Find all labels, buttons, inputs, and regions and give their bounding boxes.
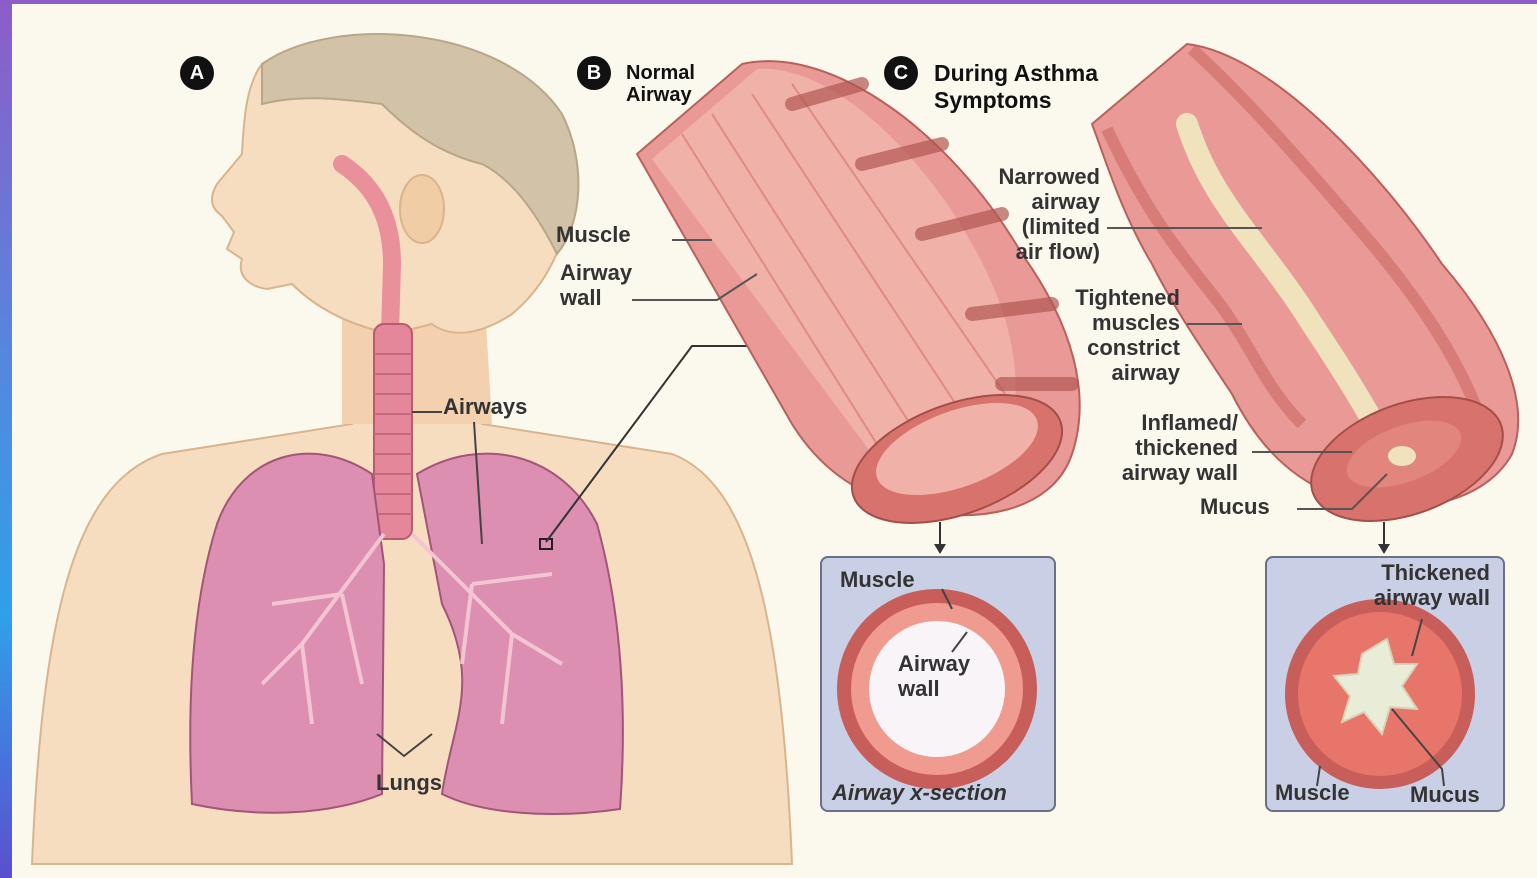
narrowed-airway-label: Narrowed airway (limited air flow) bbox=[976, 164, 1100, 264]
airways-label: Airways bbox=[443, 394, 527, 419]
panel-c-title: During Asthma Symptoms bbox=[934, 60, 1098, 114]
airway-wall-label: Airway wall bbox=[560, 260, 632, 310]
inset-normal-muscle-label: Muscle bbox=[840, 567, 915, 592]
inflamed-wall-label: Inflamed/ thickened airway wall bbox=[1096, 410, 1238, 485]
tightened-muscles-label: Tightened muscles constrict airway bbox=[1050, 285, 1180, 385]
inset-asthma-mucus-label: Mucus bbox=[1410, 782, 1480, 807]
panel-b-badge: B bbox=[577, 56, 611, 90]
panel-b-title: Normal Airway bbox=[626, 62, 695, 106]
panel-c-badge: C bbox=[884, 56, 918, 90]
muscle-label: Muscle bbox=[556, 222, 631, 247]
inset-normal-caption: Airway x-section bbox=[832, 780, 1007, 805]
panel-a-badge: A bbox=[180, 56, 214, 90]
inset-thickened-wall-label: Thickened airway wall bbox=[1348, 560, 1490, 610]
lungs-label: Lungs bbox=[376, 770, 442, 795]
inset-asthma-muscle-label: Muscle bbox=[1275, 780, 1350, 805]
mucus-label: Mucus bbox=[1200, 494, 1270, 519]
inset-normal-airway-wall-label: Airway wall bbox=[898, 651, 970, 701]
diagram-canvas bbox=[12, 4, 1537, 878]
